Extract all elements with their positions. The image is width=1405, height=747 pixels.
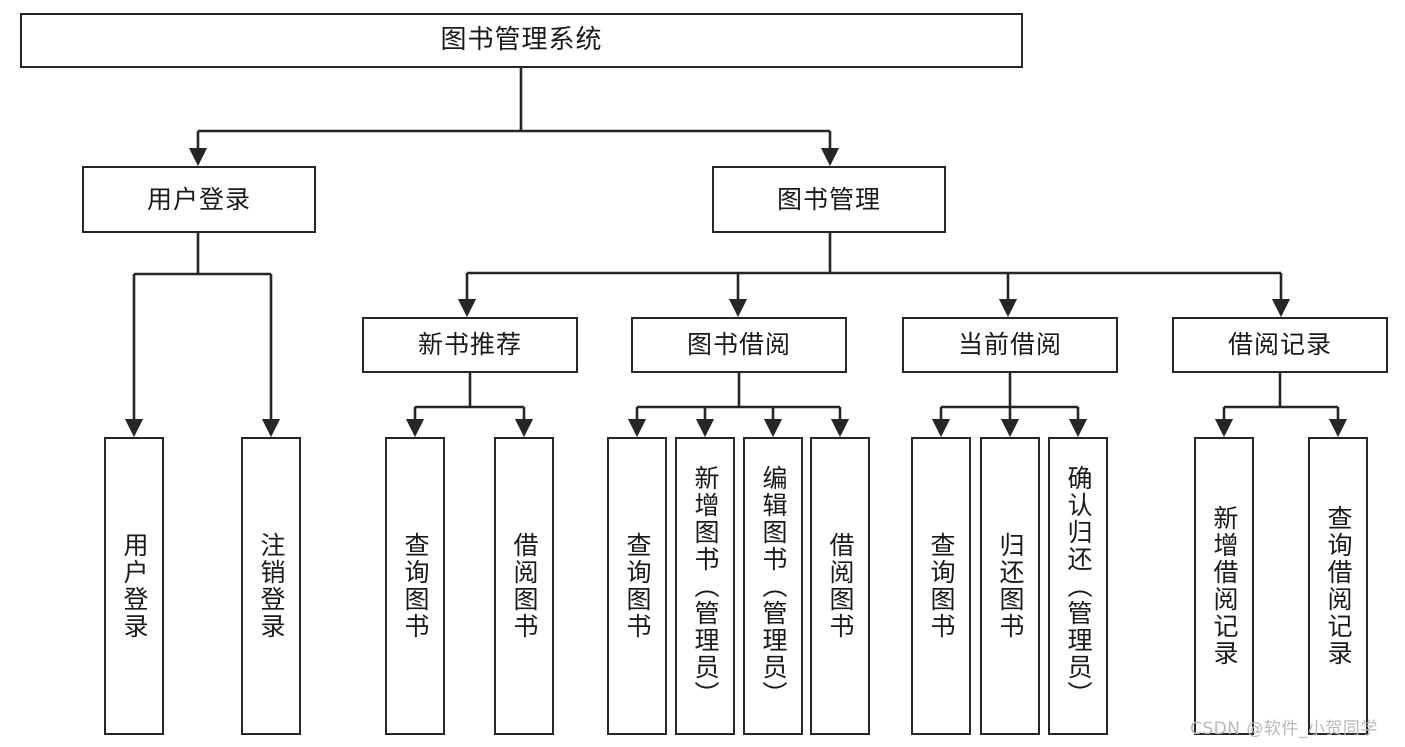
node-label: 借阅记录 [1227, 330, 1332, 360]
node-book-borrow[interactable]: 图书借阅 [631, 317, 847, 373]
node-label: 借阅图书 [510, 532, 539, 640]
node-borrow-record[interactable]: 借阅记录 [1172, 317, 1388, 373]
node-user-login[interactable]: 用户登录 [82, 166, 316, 233]
leaf-nb-query-book[interactable]: 查询图书 [385, 437, 445, 735]
leaf-cb-confirm-return-admin[interactable]: 确认归还（管理员） [1048, 437, 1108, 735]
node-label: 注销登录 [257, 532, 286, 640]
leaf-br-query-record[interactable]: 查询借阅记录 [1308, 437, 1368, 735]
leaf-cb-return-book[interactable]: 归还图书 [980, 437, 1040, 735]
node-label: 确认归还（管理员） [1064, 464, 1093, 708]
leaf-bb-edit-book-admin[interactable]: 编辑图书（管理员） [743, 437, 803, 735]
leaf-logout[interactable]: 注销登录 [241, 437, 301, 735]
node-label: 新增图书（管理员） [691, 464, 720, 708]
leaf-bb-add-book-admin[interactable]: 新增图书（管理员） [675, 437, 735, 735]
node-label: 图书借阅 [686, 330, 791, 360]
node-label: 查询借阅记录 [1324, 505, 1353, 667]
node-label: 用户登录 [120, 532, 149, 640]
leaf-nb-borrow-book[interactable]: 借阅图书 [494, 437, 554, 735]
node-label: 图书管理系统 [440, 25, 603, 56]
node-label: 查询图书 [623, 532, 652, 640]
node-label: 查询图书 [927, 532, 956, 640]
csdn-watermark: CSDN @软件_小贺同学 [1190, 719, 1378, 739]
node-label: 编辑图书（管理员） [759, 464, 788, 708]
leaf-user-login[interactable]: 用户登录 [104, 437, 164, 735]
node-new-book-recommend[interactable]: 新书推荐 [362, 317, 578, 373]
leaf-cb-query-book[interactable]: 查询图书 [911, 437, 971, 735]
node-root-book-management-system[interactable]: 图书管理系统 [20, 13, 1023, 68]
node-label: 图书管理 [776, 184, 881, 214]
leaf-bb-borrow-book[interactable]: 借阅图书 [810, 437, 870, 735]
node-label: 当前借阅 [957, 330, 1062, 360]
node-label: 用户登录 [146, 184, 251, 214]
node-current-borrow[interactable]: 当前借阅 [902, 317, 1118, 373]
leaf-bb-query-book[interactable]: 查询图书 [607, 437, 667, 735]
node-book-management[interactable]: 图书管理 [712, 166, 946, 233]
node-label: 新增借阅记录 [1210, 505, 1239, 667]
node-label: 查询图书 [401, 532, 430, 640]
node-label: 归还图书 [996, 532, 1025, 640]
node-label: 新书推荐 [417, 330, 522, 360]
node-label: 借阅图书 [826, 532, 855, 640]
leaf-br-add-record[interactable]: 新增借阅记录 [1194, 437, 1254, 735]
